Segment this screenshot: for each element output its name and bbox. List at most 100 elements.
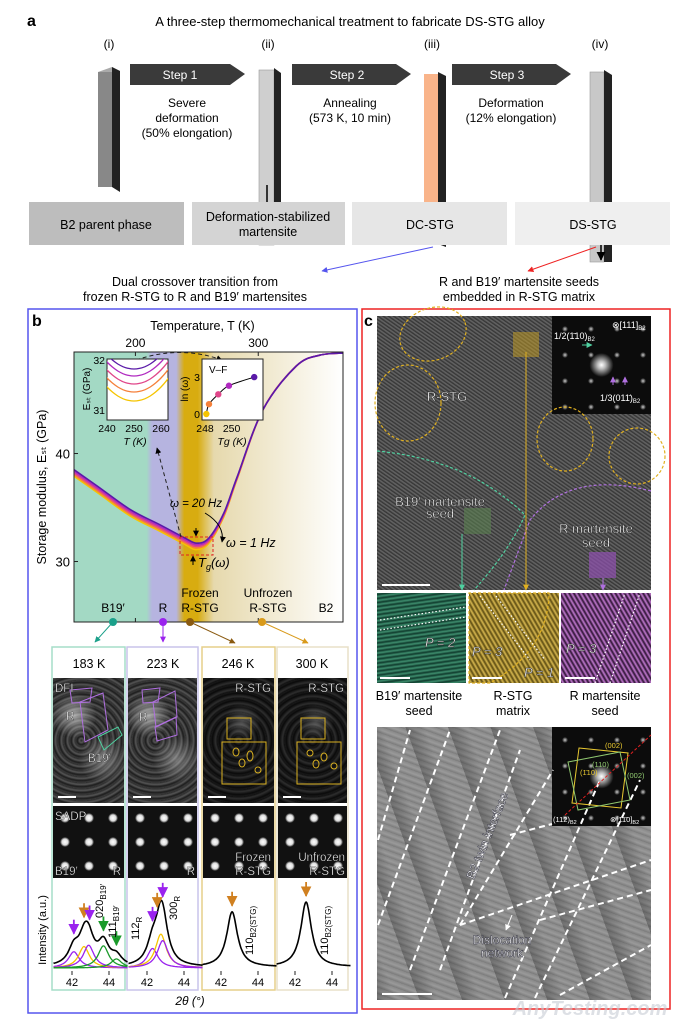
xrd-total-profile xyxy=(53,920,128,965)
twin-interface-lines xyxy=(377,729,652,999)
annotation-20hz: ω = 20 Hz xyxy=(170,498,222,510)
p-label: P = 2 xyxy=(425,635,456,650)
x-tick-label: 200 xyxy=(125,336,145,350)
dfi-label: DFI xyxy=(55,683,74,695)
blue-link-arrow xyxy=(321,246,434,273)
phase-label-unfrozen: Unfrozen xyxy=(244,586,293,600)
step-1-desc: (50% elongation) xyxy=(142,126,233,140)
xrd-total-profile xyxy=(202,910,277,967)
panel-c: c R-STG B19′ martensite seed R mar xyxy=(361,306,671,1020)
inset-curve xyxy=(107,377,168,402)
peak-label-110-300k: 110B2(STG) xyxy=(319,906,333,955)
frequency-arrow xyxy=(204,512,226,543)
label-rstg: R-STG xyxy=(427,389,467,404)
xrd-component-peak xyxy=(128,947,203,969)
sadp-image-223k xyxy=(128,806,197,878)
xrd-total-profile xyxy=(276,901,351,967)
tem-fft-overlay: (002) (002) (110) (1̄10) (112)B2 ⊗[11̄0]… xyxy=(553,734,652,826)
phase-label-martensite: martensite xyxy=(239,225,297,239)
fft-spot-label-2: 1/3(011̄)B2 xyxy=(600,393,641,405)
vf-y-tick-label: 0 xyxy=(194,409,200,421)
inset-link-arrow xyxy=(135,352,223,362)
inset-x-tick-label: 250 xyxy=(125,423,143,435)
dfi-label: R-STG xyxy=(308,683,344,695)
x-tick-label: 300 xyxy=(248,336,268,350)
phase-label-unfrozen: R-STG xyxy=(249,601,286,615)
link-arrow-246k xyxy=(189,621,236,644)
column-300k xyxy=(276,646,349,991)
xrd-x-tick-label: 44 xyxy=(103,977,115,989)
dislocation-arrow xyxy=(505,914,513,931)
phase-label-r: R xyxy=(159,601,168,615)
inset-x-tick-label: 240 xyxy=(98,423,116,435)
xrd-x-tick-label: 44 xyxy=(178,977,190,989)
rstg-matrix-crop xyxy=(469,593,559,683)
fft-zone-label: ⊗[11̄0]B2 xyxy=(610,815,639,826)
crop-caption-r: seed xyxy=(591,704,618,718)
step-2-label: Step 2 xyxy=(330,68,365,82)
p-label: P = 1 xyxy=(524,665,554,680)
peak-label-111: 111B19′ xyxy=(107,905,121,938)
dfi-label: B19′ xyxy=(88,753,111,765)
xrd-x-tick-label: 42 xyxy=(289,977,301,989)
xrd-panel-223k: 42 44 xyxy=(128,882,203,989)
inset-vf-plot xyxy=(201,358,264,421)
panel-c-frame xyxy=(361,308,671,1010)
fft-label: (002) xyxy=(627,771,645,780)
peak-label-112: 112R xyxy=(130,916,144,940)
inset-curve xyxy=(110,359,158,370)
panel-b-frame xyxy=(27,308,358,1014)
hrtem-labels: R-STG B19′ martensite seed R martensite … xyxy=(395,389,633,550)
panel-b-caption: frozen R-STG to R and B19′ martensites xyxy=(83,290,307,304)
p-label: P = 3 xyxy=(472,644,503,659)
step-3-desc: (12% elongation) xyxy=(466,111,557,125)
step-1-desc: Severe xyxy=(168,96,206,110)
phase-label-b2: B2 parent phase xyxy=(60,218,152,232)
dfi-label: R-STG xyxy=(235,683,271,695)
crop-caption-r: R martensite xyxy=(570,689,641,703)
phase-box-ds-stg xyxy=(515,202,670,245)
step-1-arrow: Step 1 Severe deformation (50% elongatio… xyxy=(130,64,245,140)
inset-x-tick-label: 260 xyxy=(152,423,170,435)
r-crop-marker xyxy=(589,552,616,578)
vf-data-point xyxy=(225,382,233,389)
xrd-component-peak xyxy=(128,940,203,968)
xrd-peak-labels: 020B19′ 111B19′ 112R 300R 110B2(STG) 110… xyxy=(94,883,333,955)
annotation-tg: Tg(ω) xyxy=(198,555,230,572)
xrd-x-tick-label: 44 xyxy=(326,977,338,989)
dfi-image-246k xyxy=(203,678,274,803)
step-2-desc: (573 K, 10 min) xyxy=(309,111,391,125)
watermark: AnyTesting.com xyxy=(512,998,668,1020)
vf-label: V–F xyxy=(209,365,227,376)
vf-data-point xyxy=(205,400,213,408)
hrtem-region-outlines xyxy=(374,306,666,684)
main-chart-frame xyxy=(73,351,344,623)
xrd-component-peak xyxy=(53,958,128,969)
step-2-desc: Annealing xyxy=(323,96,376,110)
panel-c-caption: R and B19′ martensite seeds xyxy=(439,275,599,289)
fft-label: (1̄10) xyxy=(580,768,598,777)
inset-y-axis-label: Eₛₜ (GPa) xyxy=(82,368,93,411)
xrd-panel-300k: 42 44 xyxy=(276,882,351,989)
column-246k xyxy=(201,646,276,991)
vf-data-point xyxy=(215,391,222,398)
peak-label-110-246k: 110B2(STG) xyxy=(244,906,258,955)
vf-y-axis-label: ln (ω) xyxy=(180,376,191,401)
xrd-x-tick-label: 42 xyxy=(141,977,153,989)
curve--20-hz xyxy=(73,352,344,545)
inset-est-curves xyxy=(107,359,168,402)
phase-label-ds-stg: DS-STG xyxy=(569,218,616,232)
sadp-image-183k xyxy=(53,806,124,878)
step-3-label: Step 3 xyxy=(490,68,525,82)
panel-a: a A three-step thermomechanical treatmen… xyxy=(27,13,670,304)
step-1-desc: deformation xyxy=(155,111,218,125)
inset-x-axis-label: T (K) xyxy=(123,436,146,448)
panel-c-label: c xyxy=(364,313,373,330)
column-temp-223k: 223 K xyxy=(147,657,180,671)
